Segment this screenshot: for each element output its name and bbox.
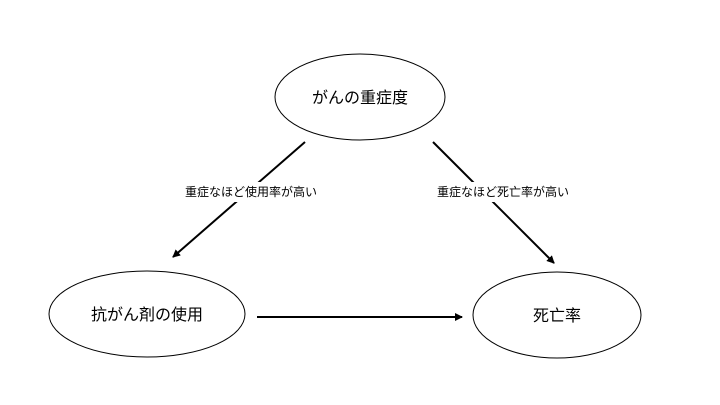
edge-label-bg	[424, 182, 582, 202]
node-drug-use-ellipse	[48, 270, 246, 358]
edge-label-bg	[172, 182, 330, 202]
node-mortality-ellipse	[472, 271, 642, 359]
edge-severity-to-mortality-arrow	[432, 141, 555, 264]
edge-label-severity-to-mortality: 重症なほど死亡率が高い	[437, 184, 569, 199]
node-drug-use: 抗がん剤の使用	[48, 270, 246, 358]
node-mortality: 死亡率	[472, 271, 642, 359]
node-severity-ellipse	[274, 53, 446, 141]
node-mortality-label: 死亡率	[533, 306, 581, 325]
node-severity: がんの重症度	[274, 53, 446, 141]
node-severity-label: がんの重症度	[312, 88, 408, 107]
edge-label-severity-to-drug: 重症なほど使用率が高い	[185, 184, 317, 199]
node-drug-use-label: 抗がん剤の使用	[91, 305, 203, 324]
